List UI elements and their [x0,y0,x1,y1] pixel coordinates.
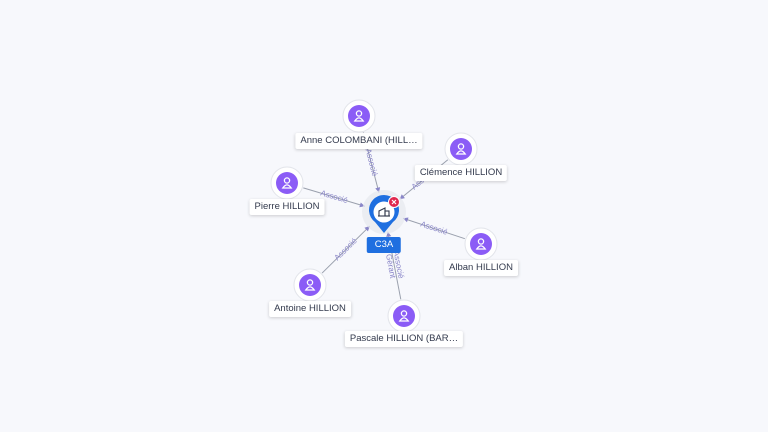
edge-alban [402,217,466,240]
person-icon [353,110,365,122]
node-label-anne[interactable]: Anne COLOMBANI (HILL… [295,133,423,149]
company-building-icon [378,207,390,217]
close-icon-cross [391,199,397,205]
node-label-clemence[interactable]: Clémence HILLION [414,165,508,181]
edge-pierre [303,187,365,207]
node-label-alban[interactable]: Alban HILLION [444,260,518,276]
person-icon [304,279,316,291]
node-label-pierre[interactable]: Pierre HILLION [249,199,325,215]
node-label-antoine[interactable]: Antoine HILLION [269,301,351,317]
node-label-pascale[interactable]: Pascale HILLION (BAR… [344,331,464,347]
edge-label-alban-0: Associé [419,219,449,236]
company-pin-inner [373,201,395,223]
person-icon [281,177,293,189]
edge-label-antoine-0: Associé [333,236,360,262]
person-icon [455,143,467,155]
edge-antoine [321,225,371,274]
person-icon [475,238,487,250]
company-label-c3a[interactable]: C3A [366,237,402,253]
person-icon [398,310,410,322]
edge-label-anne-0: Associé [364,148,380,178]
